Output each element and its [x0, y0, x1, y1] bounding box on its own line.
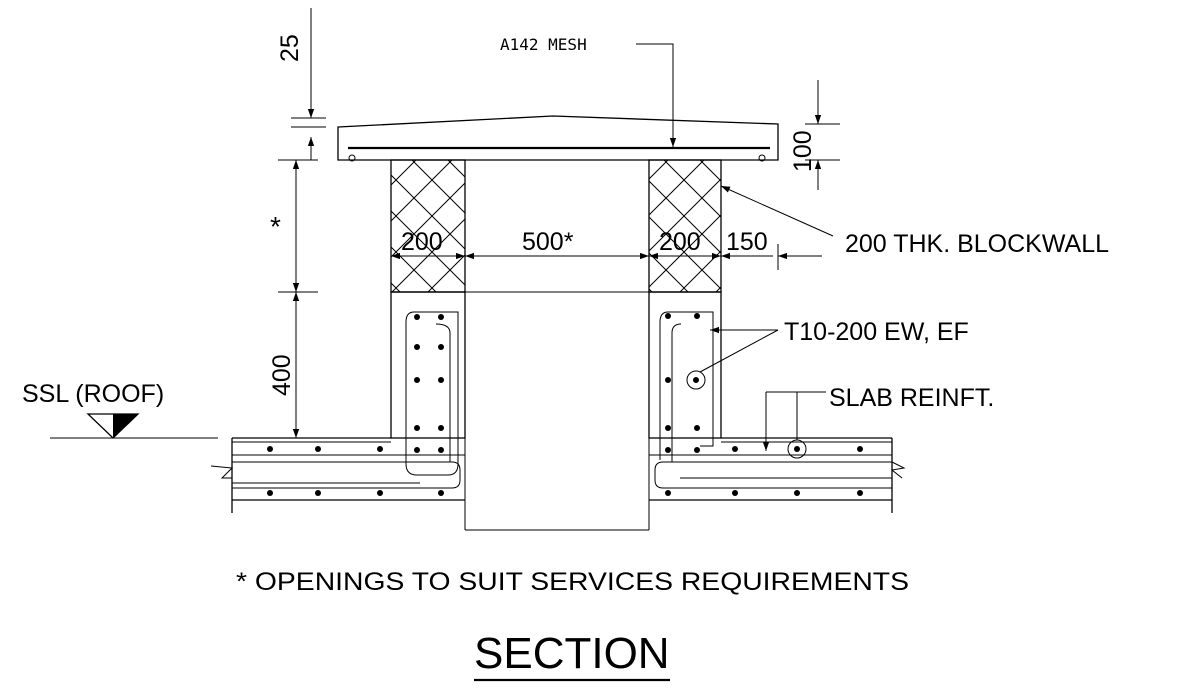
blockwall-label: 200 THK. BLOCKWALL: [845, 230, 1109, 258]
dim-200-right: 200: [659, 228, 701, 256]
dim-400: 400: [268, 354, 296, 396]
dim-150: 150: [726, 228, 768, 256]
ssl-label: SSL (ROOF): [22, 380, 164, 408]
rebar-dots: [267, 313, 863, 496]
blockwall-left: [390, 159, 466, 293]
rebar-leader: [699, 326, 779, 373]
upstand-right: [648, 291, 722, 462]
roof-slab-right: [649, 437, 906, 513]
right-dimension-100: [805, 80, 840, 190]
ssl-level-marker: [50, 413, 218, 439]
upstand-left: [390, 291, 466, 476]
slab-reinft-leader: [762, 391, 826, 451]
slab-reinft-label: SLAB REINFT.: [829, 384, 994, 412]
rebar-label: T10-200 EW, EF: [784, 318, 969, 346]
horizontal-dimension-chain: [391, 244, 822, 270]
dim-200-left: 200: [401, 228, 443, 256]
dim-star: *: [270, 211, 281, 242]
blockwall-right: [648, 159, 722, 293]
dim-25: 25: [276, 34, 304, 62]
dim-500: 500*: [522, 228, 574, 256]
roof-slab-left: [210, 437, 465, 513]
section-title: SECTION: [474, 629, 670, 678]
openings-note: * OPENINGS TO SUIT SERVICES REQUIREMENTS: [236, 568, 909, 596]
mesh-leader: [636, 43, 677, 147]
cover-slab: [337, 115, 779, 162]
dim-100: 100: [789, 130, 817, 172]
left-dimension-chain: [278, 8, 326, 439]
mesh-label: A142 MESH: [500, 35, 587, 54]
blockwall-leader: [720, 185, 834, 237]
